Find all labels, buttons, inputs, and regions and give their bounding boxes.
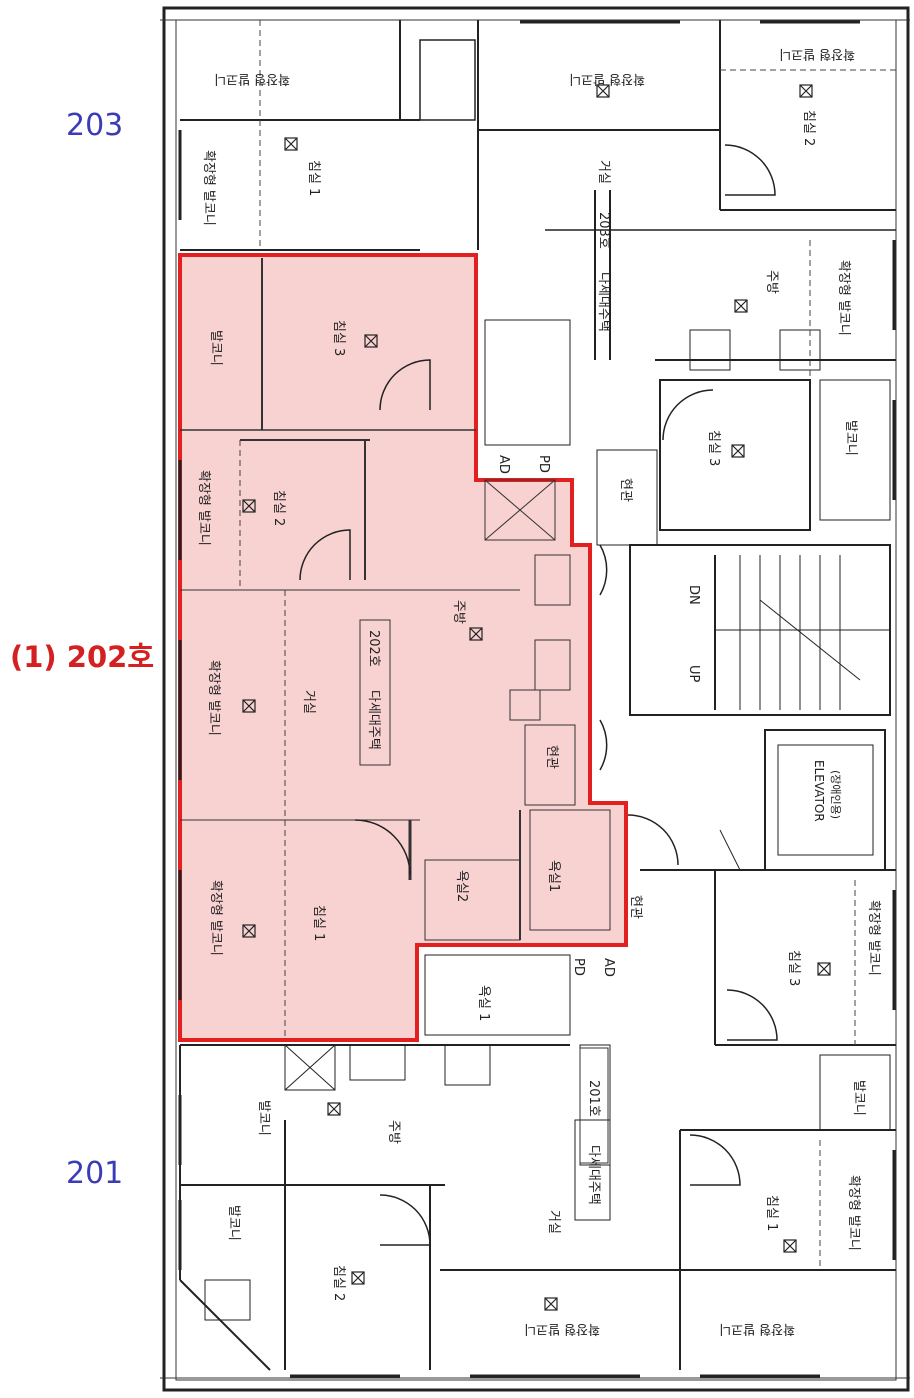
label-u201-balcony-left: 발코니 — [256, 1100, 271, 1136]
label-u202-unit: 202호 — [366, 630, 381, 667]
label-stair-up: UP — [686, 665, 701, 683]
label-u202-balcony-left: 확장형 발코니 — [196, 470, 211, 546]
label-u201-balcony-left2: 발코니 — [226, 1205, 241, 1241]
label-stair-dn: DN — [686, 585, 701, 605]
label-u201-entrance: 현관 — [628, 895, 643, 919]
label-u203-balcony-top: 확장형 발코니 — [214, 71, 290, 86]
label-u201-balcony-right: 확장형 발코니 — [866, 900, 881, 976]
stair-core — [629, 544, 891, 871]
label-shaft-pd: PD — [536, 455, 551, 473]
label-u201-kitchen: 주방 — [386, 1120, 401, 1144]
label-u202-entrance: 현관 — [544, 745, 559, 769]
windows — [178, 20, 896, 1378]
label-u203-bed1: 침실 1 — [306, 160, 321, 196]
unit-label-201: 201 — [66, 1156, 124, 1191]
label-u203-balcony-top-mid: 확장형 발코니 — [569, 71, 645, 86]
label-u203-kitchen: 주방 — [764, 270, 779, 294]
unit-202-highlight — [178, 253, 628, 1042]
label-u201-bed1: 침실 1 — [764, 1195, 779, 1231]
label-u202-bed1: 침실 1 — [311, 905, 326, 941]
label-u201-bath: 욕실 1 — [476, 985, 491, 1021]
label-shaft-pd2: PD — [571, 958, 586, 976]
label-shaft-ad: AD — [496, 455, 511, 474]
label-u202-bed3: 침실 3 — [331, 320, 346, 356]
label-u201-bed3: 침실 3 — [786, 950, 801, 986]
label-u201-balcony-bottom-right: 확장형 발코니 — [719, 1321, 795, 1336]
unit-label-202: (1) 202호 — [10, 640, 154, 674]
unit-202-walls — [180, 258, 611, 1040]
label-u201-bed2: 침실 2 — [331, 1265, 346, 1301]
building-outline — [160, 6, 910, 1392]
label-u203-bed2: 침실 2 — [801, 110, 816, 146]
door-swings — [299, 144, 778, 1246]
label-u202-balcony-mid: 확장형 발코니 — [206, 660, 221, 736]
label-u202-bed2: 침실 2 — [271, 490, 286, 526]
label-shaft-ad2: AD — [601, 958, 616, 977]
label-u203-living: 거실 — [596, 160, 611, 184]
label-u202-type: 다세대주택 — [366, 690, 381, 750]
unit-203-walls — [180, 20, 896, 546]
label-u203-type: 다세대주택 — [596, 272, 611, 332]
label-u203-balcony-small: 발코니 — [843, 420, 858, 456]
label-u202-living: 거실 — [301, 690, 316, 714]
unit-label-203: 203 — [66, 108, 124, 143]
label-u202-bath1: 욕실1 — [546, 860, 561, 892]
label-u201-balcony-bottom: 확장형 발코니 — [524, 1321, 600, 1336]
label-u201-unit: 201호 — [586, 1080, 601, 1117]
label-u202-kitchen: 주방 — [451, 600, 466, 624]
label-u201-balcony-small: 발코니 — [851, 1080, 866, 1116]
unit-201-walls — [179, 869, 896, 1371]
room-labels: 확장형 발코니 확장형 발코니 확장형 발코니 침실 2 확장형 발코니 침실 … — [196, 46, 881, 1336]
label-u203-bed3: 침실 3 — [706, 430, 721, 466]
label-u203-unit: 203호 — [596, 212, 611, 249]
label-u202-balcony-low: 확장형 발코니 — [208, 880, 223, 956]
label-u203-balcony-left: 확장형 발코니 — [201, 150, 216, 226]
label-u203-balcony-right: 확장형 발코니 — [836, 260, 851, 336]
label-u201-balcony-right2: 확장형 발코니 — [846, 1175, 861, 1251]
label-entrance-203: 현관 — [618, 478, 633, 502]
label-elevator: ELEVATOR — [812, 760, 826, 822]
label-u201-living: 거실 — [546, 1210, 561, 1234]
label-u202-balcony-small: 발코니 — [208, 330, 223, 366]
label-u201-type: 다세대주택 — [586, 1145, 601, 1205]
label-u202-bath2: 욕실2 — [454, 870, 469, 902]
label-u203-balcony-top-right: 확장형 발코니 — [779, 46, 855, 61]
label-elevator-sub: (장애인용) — [829, 770, 842, 819]
room-markers — [242, 84, 831, 1311]
